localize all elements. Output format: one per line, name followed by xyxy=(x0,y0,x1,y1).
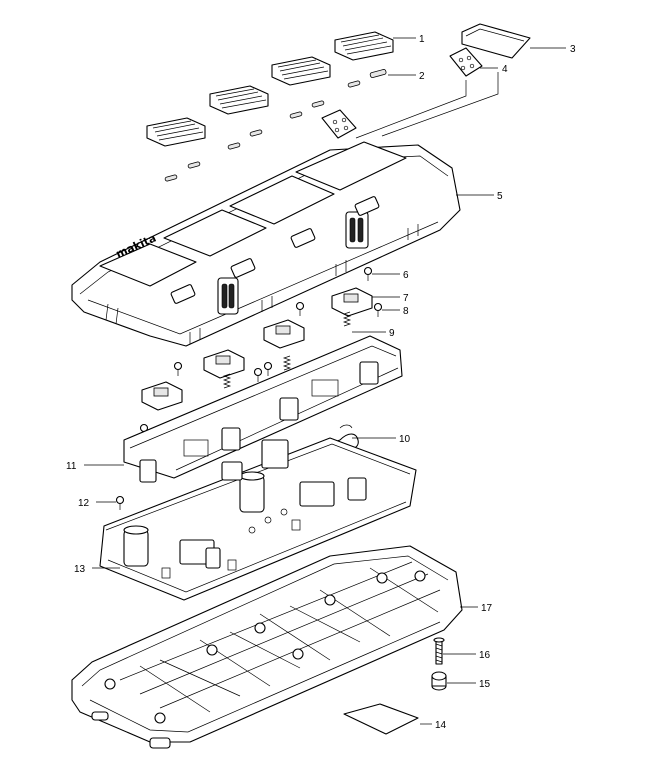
callout-17: 17 xyxy=(481,603,493,614)
terminal-blocks xyxy=(141,287,373,411)
foot-15 xyxy=(431,671,447,691)
label-plate xyxy=(461,23,531,59)
hole-plate xyxy=(321,109,357,139)
spring-pins xyxy=(164,69,387,182)
callout-15: 15 xyxy=(479,679,491,690)
callout-12: 12 xyxy=(78,498,90,509)
inner-frame xyxy=(123,335,403,483)
callout-5: 5 xyxy=(497,191,503,202)
screw-16 xyxy=(433,637,445,665)
callout-1: 1 xyxy=(419,34,425,45)
terminal-block xyxy=(141,381,183,411)
slot-cover xyxy=(209,85,269,115)
terminal-block xyxy=(263,319,305,349)
label-sheet xyxy=(343,703,419,735)
upper-housing: makita xyxy=(71,141,461,347)
hole-plate xyxy=(449,47,483,77)
leader-lines xyxy=(84,37,566,725)
callout-14: 14 xyxy=(435,720,447,731)
callout-6: 6 xyxy=(403,270,409,281)
callout-8: 8 xyxy=(403,306,409,317)
callout-10: 10 xyxy=(399,434,411,445)
callout-11: 11 xyxy=(66,461,77,472)
callout-9: 9 xyxy=(389,328,395,339)
terminal-block xyxy=(203,349,245,379)
terminal-block xyxy=(331,287,373,317)
circuit-board xyxy=(99,437,417,601)
callout-16: 16 xyxy=(479,650,491,661)
slot-cover xyxy=(334,31,394,61)
slot-cover-parts xyxy=(146,31,394,147)
slot-cover xyxy=(146,117,206,147)
callout-labels: 1 2 3 4 5 6 7 8 9 10 11 12 13 14 15 16 1… xyxy=(66,34,576,731)
callout-3: 3 xyxy=(570,44,576,55)
screws xyxy=(115,266,383,510)
callout-2: 2 xyxy=(419,71,425,82)
callout-7: 7 xyxy=(403,293,409,304)
lower-housing xyxy=(71,545,463,749)
capacitor xyxy=(123,525,149,567)
callout-13: 13 xyxy=(74,564,86,575)
callout-4: 4 xyxy=(502,64,508,75)
slot-cover xyxy=(271,56,331,86)
capacitor xyxy=(239,471,265,513)
